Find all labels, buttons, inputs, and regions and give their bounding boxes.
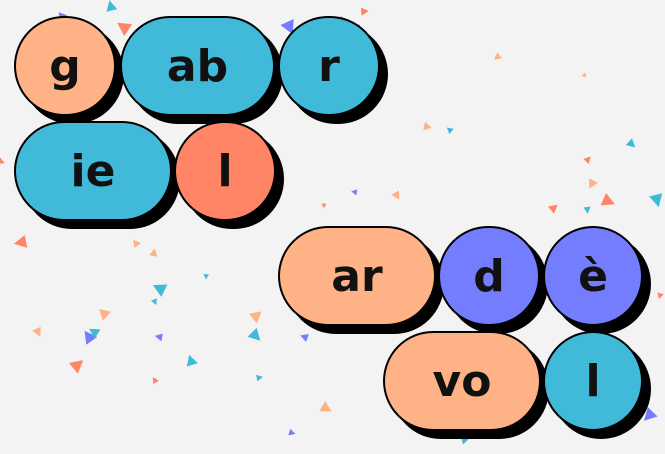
confetti-piece [152,377,159,385]
syllable-tile-ie: ie [14,121,172,221]
confetti-piece [300,334,309,342]
confetti-piece [547,204,558,214]
confetti-piece [321,203,327,209]
confetti-piece [14,235,28,248]
confetti-piece [520,313,528,322]
confetti-piece [288,428,296,436]
confetti-piece [152,284,168,297]
confetti-piece [360,7,369,16]
confetti-piece [423,121,432,131]
syllable-tile-l: l [174,121,276,221]
confetti-piece [186,354,198,367]
syllable-tile-l-2: l [543,331,643,431]
confetti-piece [89,328,101,339]
syllable-tile-r: r [278,16,380,116]
confetti-piece [247,327,261,341]
confetti-piece [133,239,141,249]
confetti-piece [203,274,209,280]
syllable-tile-ar: ar [278,226,436,326]
confetti-piece [583,156,591,164]
confetti-piece [644,407,658,421]
confetti-piece [280,18,294,35]
confetti-piece [351,189,358,196]
confetti-piece [150,298,157,306]
confetti-piece [256,374,263,382]
confetti-piece [460,433,472,445]
syllable-tile-vo: vo [383,331,541,431]
syllable-tile-ab: ab [120,16,275,116]
confetti-piece [589,178,598,189]
confetti-piece [625,138,636,148]
confetti-piece [657,292,664,300]
confetti-piece [84,330,98,345]
confetti-piece [494,52,503,60]
confetti-piece [99,308,111,321]
confetti-piece [117,22,133,37]
confetti-piece [391,190,400,200]
confetti-piece [106,0,118,12]
syllable-tile-d: d [438,226,540,326]
confetti-piece [581,72,587,78]
confetti-piece [68,360,84,374]
syllable-tile-g: g [14,16,116,116]
confetti-piece [0,154,5,165]
syllable-tile-e-grave: è [543,226,643,326]
confetti-piece [581,325,587,331]
confetti-piece [446,127,454,135]
confetti-piece [154,333,163,342]
confetti-piece [319,401,332,412]
confetti-piece [149,248,158,257]
confetti-piece [583,206,591,214]
confetti-piece [249,311,262,324]
confetti-piece [32,326,41,337]
confetti-piece [600,193,615,206]
confetti-piece [649,193,663,208]
